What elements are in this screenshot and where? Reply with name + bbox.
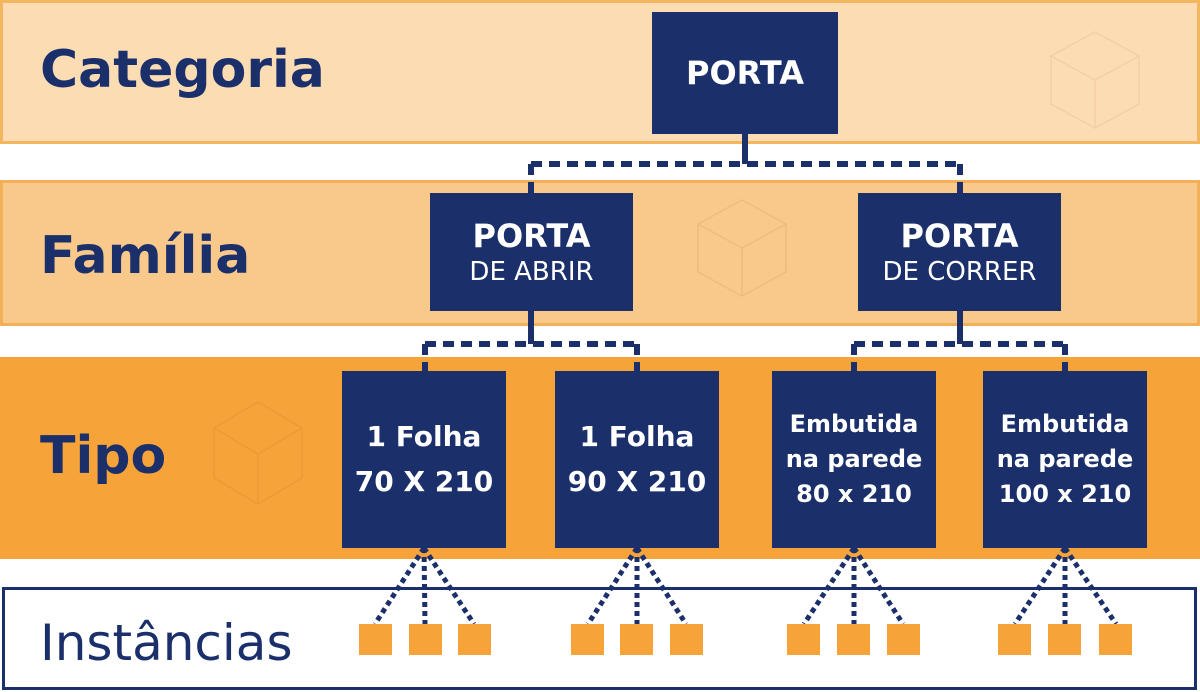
band-label-instancias: Instâncias xyxy=(40,614,293,672)
node-label-line1: Embutida xyxy=(789,410,919,439)
node-tipo-1-folha-90: 1 Folha 90 X 210 xyxy=(555,371,719,548)
node-label-line2: 70 X 210 xyxy=(354,464,494,498)
node-label-line2: na parede xyxy=(785,445,923,474)
instance-square xyxy=(571,624,604,655)
instance-square xyxy=(670,624,703,655)
node-label-line1: PORTA xyxy=(472,216,591,255)
instance-square xyxy=(620,624,653,655)
hexagon-decoration-icon xyxy=(697,199,787,297)
band-label-categoria: Categoria xyxy=(40,40,325,100)
node-porta: PORTA xyxy=(652,12,838,134)
instance-square xyxy=(787,624,820,655)
node-label-line1: 1 Folha xyxy=(579,419,695,453)
hexagon-decoration-icon xyxy=(1050,31,1140,129)
instance-square xyxy=(458,624,491,655)
instance-square xyxy=(1048,624,1081,655)
node-label-line1: PORTA xyxy=(900,216,1019,255)
instance-square xyxy=(1099,624,1132,655)
instance-square xyxy=(837,624,870,655)
node-tipo-embutida-100: Embutida na parede 100 x 210 xyxy=(983,371,1147,548)
node-tipo-embutida-80: Embutida na parede 80 x 210 xyxy=(772,371,936,548)
node-label-line3: 100 x 210 xyxy=(998,479,1132,508)
node-label-line1: Embutida xyxy=(1000,410,1130,439)
node-tipo-1-folha-70: 1 Folha 70 X 210 xyxy=(342,371,506,548)
node-label-line2: DE CORRER xyxy=(882,256,1037,287)
node-porta-de-abrir: PORTA DE ABRIR xyxy=(430,193,633,311)
node-porta-label: PORTA xyxy=(686,54,804,92)
node-label-line2: na parede xyxy=(996,445,1134,474)
node-porta-de-correr: PORTA DE CORRER xyxy=(858,193,1061,311)
band-label-familia: Família xyxy=(40,226,251,286)
instance-square xyxy=(359,624,392,655)
instance-square xyxy=(887,624,920,655)
instance-square xyxy=(409,624,442,655)
instance-square xyxy=(998,624,1031,655)
band-categoria xyxy=(0,0,1200,144)
node-label-line3: 80 x 210 xyxy=(796,479,912,508)
hexagon-decoration-icon xyxy=(213,401,303,505)
node-label-line1: 1 Folha xyxy=(366,419,482,453)
node-label-line2: 90 X 210 xyxy=(567,464,707,498)
band-label-tipo: Tipo xyxy=(40,426,167,486)
node-label-line2: DE ABRIR xyxy=(469,256,594,287)
